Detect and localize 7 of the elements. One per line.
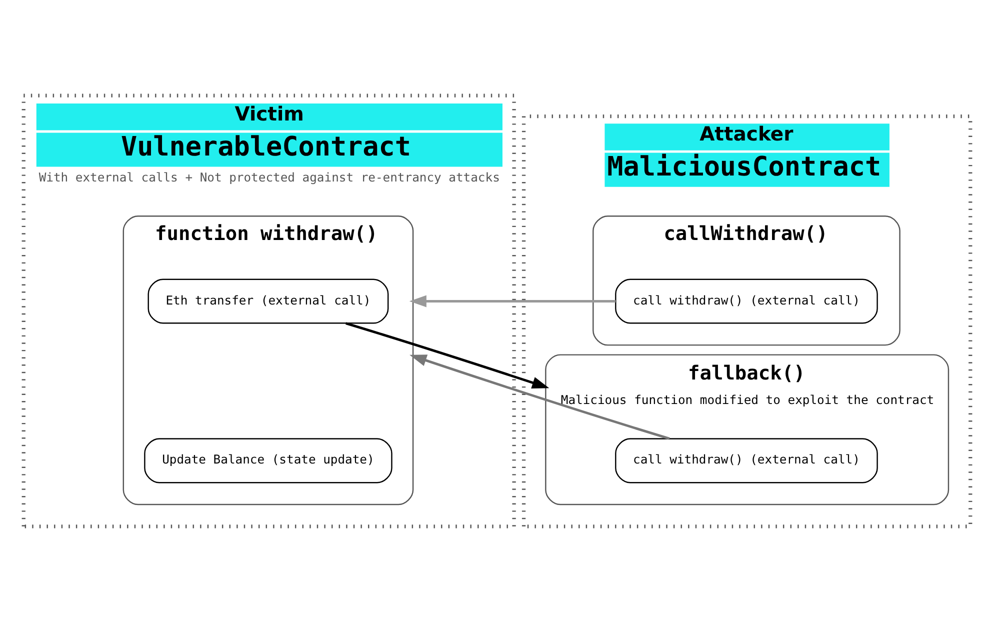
node-box: Eth transfer (external call)	[148, 278, 389, 324]
node-box: call withdraw() (external call)	[615, 438, 878, 484]
arrow	[409, 295, 616, 308]
arrow	[410, 354, 670, 440]
arrow	[346, 322, 550, 388]
node-box: Update Balance (state update)	[144, 438, 392, 484]
node-box: call withdraw() (external call)	[615, 278, 878, 324]
